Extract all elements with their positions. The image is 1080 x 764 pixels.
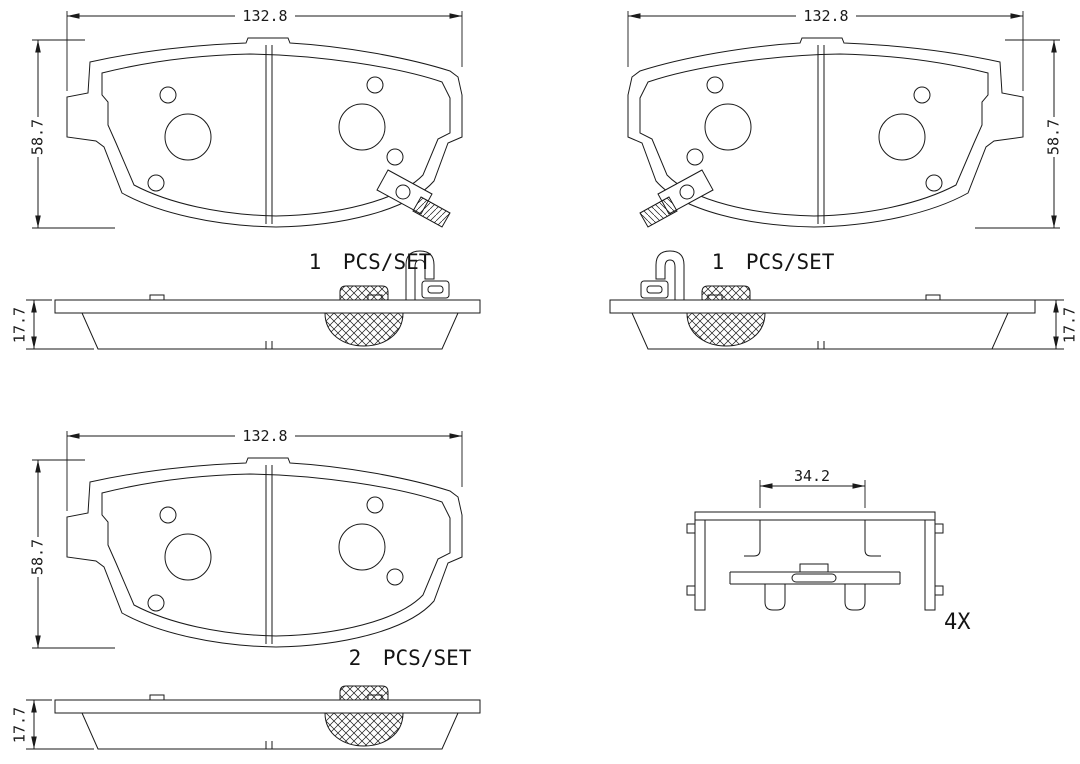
pad2-wear-indicator — [639, 169, 714, 228]
pad2-height-dim-label: 58.7 — [1045, 119, 1063, 155]
clip-outline — [686, 511, 944, 611]
pad1-width-dim-label: 132.8 — [242, 7, 287, 25]
pad2-side-outline — [609, 285, 1036, 350]
pad3-side-view: 17.7 — [11, 685, 481, 750]
clip-detail-view: 34.2 — [686, 467, 944, 611]
pad1-wear-indicator — [376, 169, 451, 228]
pad2-front-view: 132.8 58.7 — [627, 7, 1063, 229]
clip-width-dim-label: 34.2 — [794, 467, 830, 485]
qty-label-pad2: 1 PCS/SET — [711, 250, 835, 274]
qty-label-pad1: 1 PCS/SET — [308, 250, 432, 274]
pad1-side-outline — [54, 285, 481, 350]
pad1-thickness-dim-label: 17.7 — [11, 307, 29, 343]
pad1-side-view: 17.7 — [11, 250, 481, 350]
pad1-front-view: 132.8 58.7 — [29, 7, 463, 229]
pad3-height-dim-label: 58.7 — [29, 539, 47, 575]
pad2-thickness-dim-label: 17.7 — [1061, 307, 1079, 343]
pad2-side-view: 17.7 — [609, 250, 1079, 350]
pad3-side-outline — [54, 685, 481, 750]
pad3-outline — [66, 457, 463, 648]
qty-label-pad3: 2 PCS/SET — [348, 646, 472, 670]
pad1-height-dim-label: 58.7 — [29, 119, 47, 155]
pad3-width-dim-label: 132.8 — [242, 427, 287, 445]
qty-label-clip: 4X — [944, 610, 971, 635]
pad2-width-dim-label: 132.8 — [803, 7, 848, 25]
pad3-thickness-dim-label: 17.7 — [11, 707, 29, 743]
pad3-front-view: 132.8 58.7 — [29, 427, 463, 649]
